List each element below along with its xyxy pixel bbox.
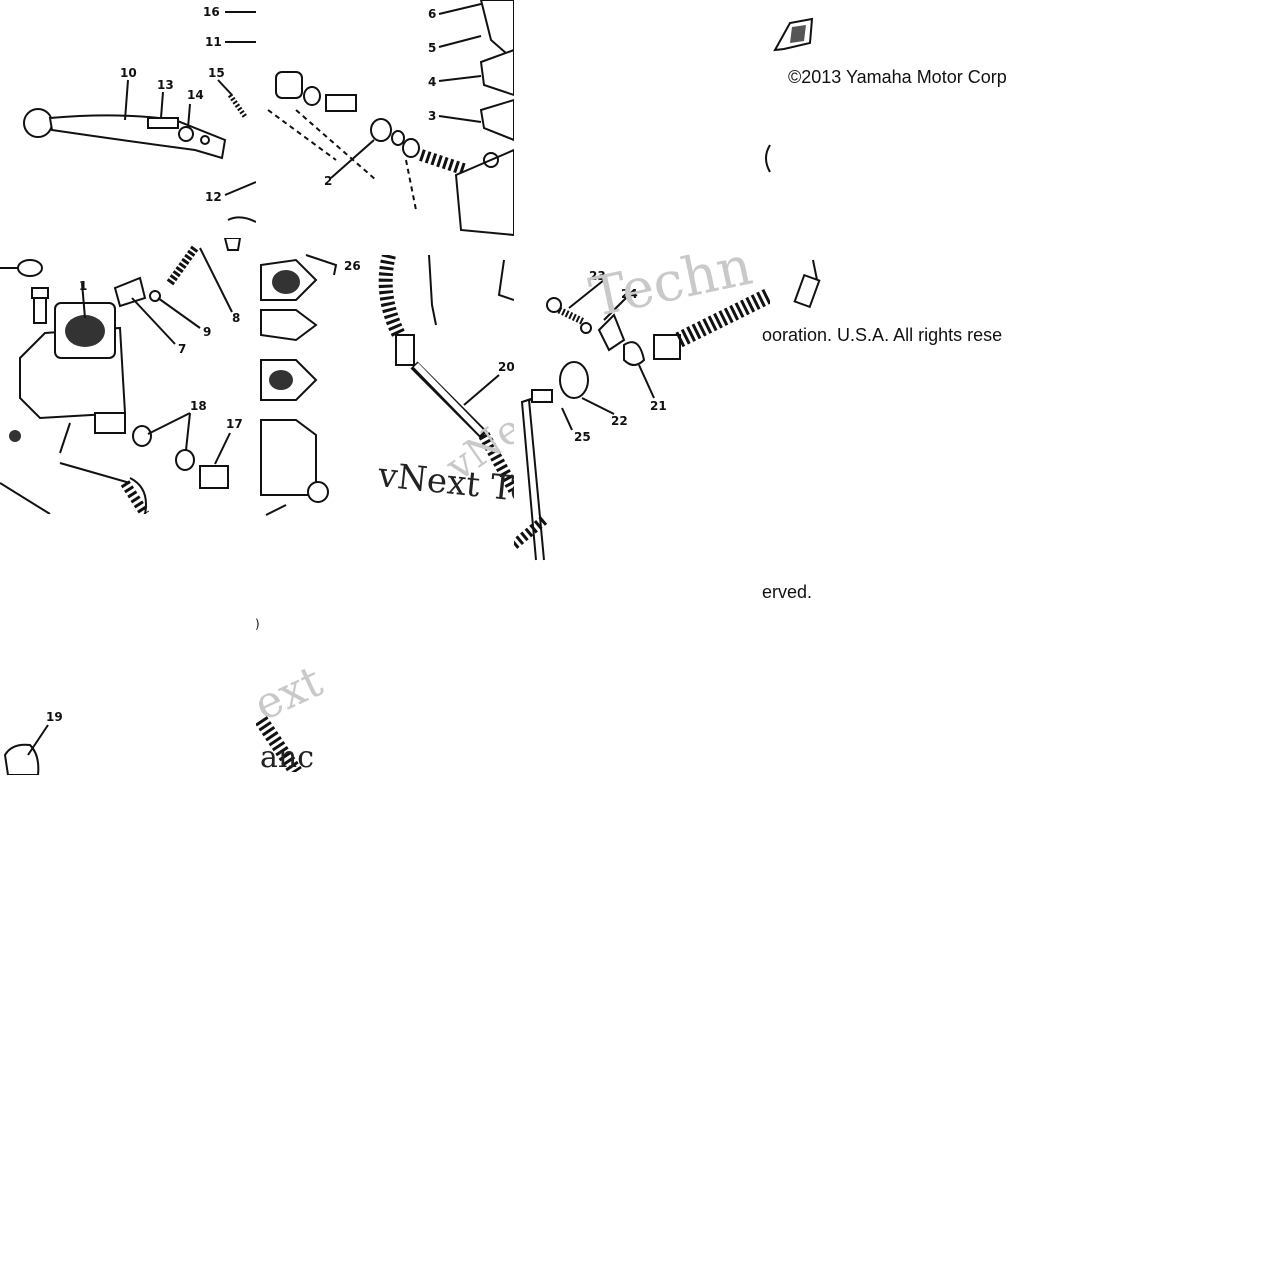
fitting-fragment-drawing: [793, 259, 821, 309]
callout-22: 22: [611, 414, 628, 428]
yamaha-logo-icon: [773, 17, 814, 52]
tile-logo: [770, 15, 830, 60]
callout-24: 24: [621, 287, 638, 301]
callout-23: 23: [589, 269, 606, 283]
callout-18: 18: [190, 399, 207, 413]
callout-6: 6: [428, 7, 437, 21]
callout-17: 17: [226, 417, 243, 431]
callout-4: 4: [428, 75, 437, 89]
callout-21: 21: [650, 399, 667, 413]
piston-kit-drawing: [267, 0, 514, 237]
callout-25: 25: [574, 430, 591, 444]
callout-2: 2: [324, 174, 333, 188]
callout-15: 15: [208, 66, 225, 80]
tile-brake-lever: 16 11 10 13 14 15 12: [0, 0, 256, 230]
tile-master-cylinder: 1 8 9 7 18 17: [0, 238, 256, 514]
callout-5: 5: [428, 41, 437, 55]
copyright-line-3: erved.: [762, 582, 813, 602]
callout-10: 10: [120, 66, 137, 80]
fragment-arc: [765, 144, 771, 173]
callout-16: 16: [203, 5, 220, 19]
master-cylinder-drawing: [0, 238, 242, 514]
brake-lever-drawing: [23, 11, 256, 223]
callout-1: 1: [79, 279, 88, 293]
callout-fragment: ): [255, 617, 260, 631]
hose-fittings-drawing: [514, 279, 770, 561]
callout-14: 14: [187, 88, 204, 102]
tile-hose-fittings: 23 24 21 22 25 Techn: [514, 240, 770, 566]
tile-reservoir: 26: [256, 250, 374, 520]
reservoir-drawing: [260, 254, 338, 516]
tile-fitting-fragment: [785, 255, 830, 315]
callout-11: 11: [205, 35, 222, 49]
callout-8: 8: [232, 311, 241, 325]
callout-19: 19: [46, 710, 63, 724]
callout-20: 20: [498, 360, 514, 374]
cap-drawing: [3, 724, 49, 775]
hose-fragment-drawing: [256, 716, 302, 772]
tile-fragment-right: [760, 140, 780, 180]
callout-3: 3: [428, 109, 437, 123]
copyright-line-1: ©2013 Yamaha Motor Corp: [788, 67, 1007, 87]
callout-7: 7: [178, 342, 187, 356]
tile-cap: 19: [0, 705, 70, 775]
callout-12: 12: [205, 190, 222, 204]
callout-13: 13: [157, 78, 174, 92]
copyright-line-2: ooration. U.S.A. All rights rese: [762, 325, 1003, 345]
brake-hose-drawing: [378, 255, 514, 493]
tile-hose-fragment: ext anc: [256, 660, 324, 772]
callout-9: 9: [203, 325, 212, 339]
callout-26: 26: [344, 259, 361, 273]
tile-piston-kit: 6 5 4 3 2: [256, 0, 514, 238]
tile-brake-hose: 20 vNext Te vNe: [374, 255, 514, 517]
